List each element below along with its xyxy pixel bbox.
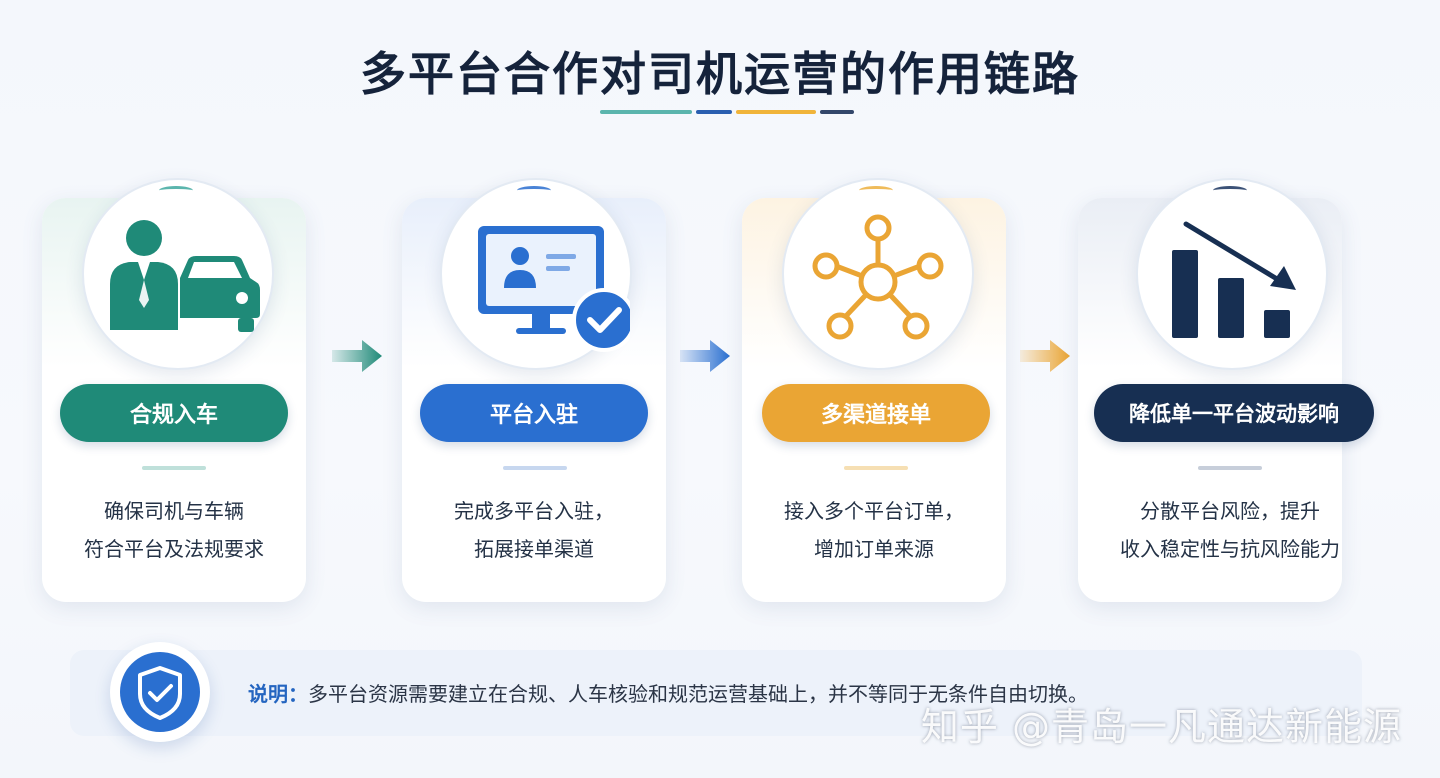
note-bar bbox=[70, 650, 1362, 736]
step-4-icon-circle bbox=[1136, 178, 1328, 370]
step-2-desc-line1: 完成多平台入驻， bbox=[454, 499, 614, 523]
step-3-desc-line2: 增加订单来源 bbox=[814, 537, 934, 561]
step-4-desc-line2: 收入稳定性与抗风险能力 bbox=[1120, 537, 1340, 561]
step-2-arc bbox=[517, 186, 551, 195]
step-3-desc-line1: 接入多个平台订单， bbox=[784, 499, 964, 523]
step-3-label: 多渠道接单 bbox=[820, 403, 931, 428]
step-1-icon-circle bbox=[82, 178, 274, 370]
step-1-arc bbox=[159, 186, 193, 195]
step-2-pill: 平台入驻 bbox=[420, 384, 648, 442]
driver-car-icon bbox=[110, 220, 260, 332]
step-4-label: 降低单一平台波动影响 bbox=[1129, 402, 1339, 426]
step-3-arc bbox=[859, 186, 893, 195]
step-4-pill: 降低单一平台波动影响 bbox=[1094, 384, 1374, 442]
step-4-desc-line1: 分散平台风险，提升 bbox=[1140, 499, 1320, 523]
step-3-separator bbox=[844, 466, 908, 470]
step-3-icon-circle bbox=[782, 178, 974, 370]
step-2-desc-line2: 拓展接单渠道 bbox=[474, 537, 594, 561]
note-label: 说明： bbox=[248, 682, 308, 706]
step-1-separator bbox=[142, 466, 206, 470]
note-body: 多平台资源需要建立在合规、人车核验和规范运营基础上，并不等同于无条件自由切换。 bbox=[308, 682, 1088, 706]
step-4-separator bbox=[1198, 466, 1262, 470]
step-2-description: 完成多平台入驻， 拓展接单渠道 bbox=[402, 492, 666, 568]
note-text: 说明：多平台资源需要建立在合规、人车核验和规范运营基础上，并不等同于无条件自由切… bbox=[248, 678, 1088, 707]
watermark: 知乎 @青岛一凡通达新能源 bbox=[920, 705, 1402, 749]
step-4-description: 分散平台风险，提升 收入稳定性与抗风险能力 bbox=[1098, 492, 1362, 568]
step-3-pill: 多渠道接单 bbox=[762, 384, 990, 442]
step-1-desc-line2: 符合平台及法规要求 bbox=[84, 537, 264, 561]
flow-arrow-2-icon bbox=[680, 340, 730, 372]
flow-arrow-1-icon bbox=[332, 340, 382, 372]
page-title: 多平台合作对司机运营的作用链路 bbox=[360, 47, 1080, 101]
note-badge bbox=[110, 642, 210, 742]
declining-bars-icon bbox=[1172, 221, 1296, 338]
step-1-pill: 合规入车 bbox=[60, 384, 288, 442]
step-2-separator bbox=[503, 466, 567, 470]
step-2-label: 平台入驻 bbox=[489, 403, 578, 428]
step-2-icon-circle bbox=[440, 178, 632, 370]
flow-arrow-3-icon bbox=[1020, 340, 1070, 372]
step-1-description: 确保司机与车辆 符合平台及法规要求 bbox=[42, 492, 306, 568]
step-1-label: 合规入车 bbox=[129, 403, 218, 428]
network-nodes-icon bbox=[812, 214, 944, 340]
monitor-check-icon bbox=[478, 226, 630, 352]
step-1-desc-line1: 确保司机与车辆 bbox=[104, 499, 244, 523]
shield-check-icon bbox=[120, 652, 200, 732]
step-3-description: 接入多个平台订单， 增加订单来源 bbox=[742, 492, 1006, 568]
step-4-arc bbox=[1213, 186, 1247, 195]
